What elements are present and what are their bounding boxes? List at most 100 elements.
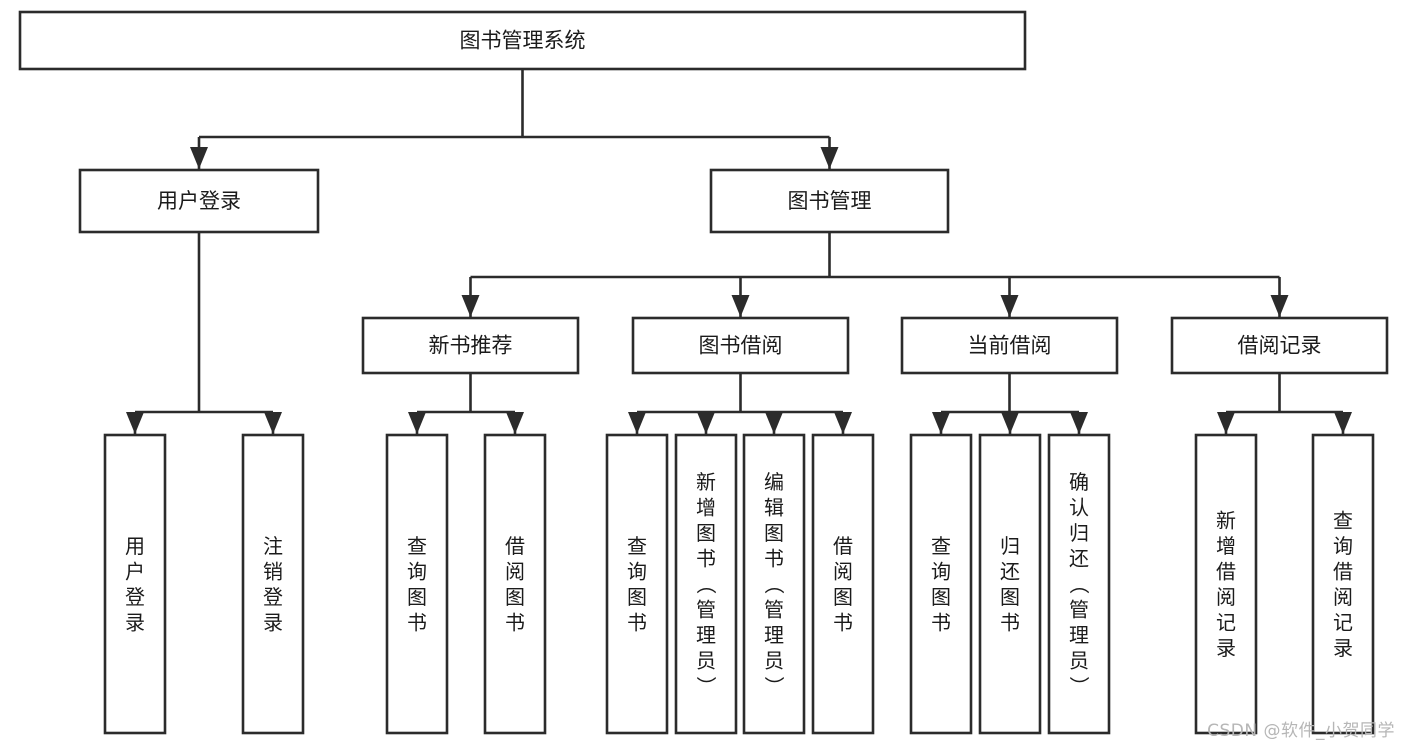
node-box[interactable]	[742, 433, 806, 735]
node-label-char: ）	[762, 676, 786, 696]
node-box[interactable]	[811, 433, 875, 735]
node-label-char: 登	[125, 585, 145, 609]
node-box[interactable]	[1047, 433, 1111, 735]
node-box[interactable]	[1311, 433, 1375, 735]
node-label-char: 管	[696, 598, 716, 622]
node-label-char: 询	[931, 559, 951, 583]
node-label: 借阅记录	[1238, 334, 1322, 358]
arrow-head-icon	[461, 295, 480, 317]
node-box[interactable]	[483, 433, 547, 735]
diagram-node[interactable]: 新书推荐	[361, 316, 580, 375]
node-label-char: 书	[407, 610, 427, 634]
node-label-char: 查	[1333, 508, 1353, 532]
node-label: 图书借阅	[699, 334, 783, 358]
node-label-char: 管	[764, 598, 784, 622]
arrow-head-icon	[834, 412, 852, 434]
node-label-char: 员	[696, 649, 716, 673]
node-box[interactable]	[674, 433, 738, 735]
node-box[interactable]	[18, 10, 1027, 71]
node-label-char: 增	[1216, 534, 1236, 558]
node-label-char: ）	[694, 676, 718, 696]
node-box[interactable]	[605, 433, 669, 735]
node-box[interactable]	[909, 433, 973, 735]
diagram-node[interactable]: 用户登录	[78, 168, 320, 234]
node-label-char: 记	[1216, 610, 1236, 634]
node-box[interactable]	[103, 433, 167, 735]
node-label-char: 查	[407, 534, 427, 558]
node-box[interactable]	[385, 433, 449, 735]
node-box[interactable]	[1170, 316, 1389, 375]
node-label-char: 图	[931, 585, 951, 609]
node-label-char: 登	[263, 585, 283, 609]
node-box[interactable]	[241, 433, 305, 735]
arrow-head-icon	[126, 412, 144, 434]
node-label-char: 户	[125, 559, 145, 583]
node-label-char: 认	[1069, 496, 1089, 520]
node-label-char: ）	[1067, 676, 1091, 696]
node-box[interactable]	[361, 316, 580, 375]
arrow-head-icon	[1334, 412, 1352, 434]
node-label-char: 记	[1333, 610, 1353, 634]
node-label-char: 员	[764, 649, 784, 673]
node-label-char: 书	[627, 610, 647, 634]
arrow-head-icon	[731, 295, 750, 317]
arrow-head-icon	[264, 412, 282, 434]
diagram-node[interactable]: 图书借阅	[631, 316, 850, 375]
node-label-char: 归	[1069, 521, 1089, 545]
arrow-head-icon	[1217, 412, 1235, 434]
node-label-char: 书	[696, 547, 716, 571]
node-box[interactable]	[978, 433, 1042, 735]
node-label-char: 图	[696, 521, 716, 545]
node-label: 图书管理系统	[460, 29, 586, 53]
node-label-char: 询	[627, 559, 647, 583]
diagram-node[interactable]: 用户登录	[103, 433, 167, 735]
node-label-char: 注	[263, 534, 283, 558]
diagram-node[interactable]: 借阅记录	[1170, 316, 1389, 375]
diagram-node[interactable]: 图书管理系统	[18, 10, 1027, 71]
node-label: 新书推荐	[429, 334, 513, 358]
node-label: 当前借阅	[968, 334, 1052, 358]
node-label-char: 图	[764, 521, 784, 545]
node-label-char: （	[1067, 574, 1091, 594]
node-label-char: 查	[627, 534, 647, 558]
node-label-char: 归	[1000, 534, 1020, 558]
node-label-char: 图	[1000, 585, 1020, 609]
node-label-char: 录	[125, 610, 145, 634]
arrow-head-icon	[932, 412, 950, 434]
node-box[interactable]	[709, 168, 950, 234]
arrow-head-icon	[190, 147, 208, 169]
node-label-char: 销	[263, 559, 283, 583]
node-label-char: 图	[627, 585, 647, 609]
node-label-char: 阅	[1333, 585, 1353, 609]
node-label-char: 图	[833, 585, 853, 609]
node-box[interactable]	[900, 316, 1119, 375]
diagram-node[interactable]: 当前借阅	[900, 316, 1119, 375]
node-label-char: 管	[1069, 598, 1089, 622]
node-label-char: 书	[931, 610, 951, 634]
arrow-head-icon	[1270, 295, 1289, 317]
node-label-char: 借	[505, 534, 525, 558]
node-label-char: 图	[505, 585, 525, 609]
arrow-head-icon	[1001, 412, 1019, 434]
node-box[interactable]	[78, 168, 320, 234]
node-label-char: 理	[696, 623, 716, 647]
diagram-node[interactable]: 图书管理	[709, 168, 950, 234]
node-box[interactable]	[631, 316, 850, 375]
node-box[interactable]	[1194, 433, 1258, 735]
node-label-char: 辑	[764, 496, 784, 520]
node-label-char: 新	[1216, 508, 1236, 532]
node-label-char: 编	[764, 470, 784, 494]
